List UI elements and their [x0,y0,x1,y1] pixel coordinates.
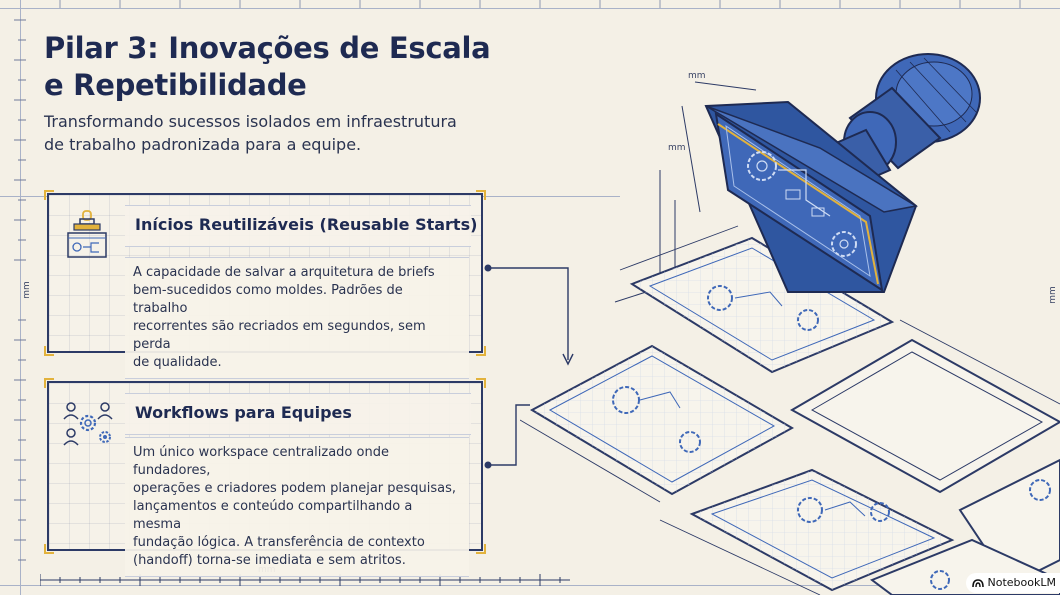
notebooklm-logo-icon [971,579,984,588]
card-description-line: operações e criadores podem planejar pes… [133,481,457,496]
corner-marker [476,378,486,388]
card-description-line: fundação lógica. A transferência de cont… [133,535,425,550]
page-subtitle: Transformando sucessos isolados em infra… [44,110,514,156]
card-title-bar: Inícios Reutilizáveis (Reusable Starts) [125,205,477,247]
blueprint-sheet [689,468,955,592]
frame-left-line [20,0,21,595]
top-ruler [59,0,1021,8]
blueprint-sheet [529,344,795,496]
card-description-line: recorrentes são recriados em segundos, s… [133,319,426,352]
page-subtitle-line2: de trabalho padronizada para a equipe. [44,135,362,154]
card-description-line: Um único workspace centralizado onde fun… [133,445,389,478]
card-description-line: lançamentos e conteúdo compartilhando a … [133,499,413,532]
corner-marker [44,378,54,388]
card-description-line: (handoff) torna-se imediata e sem atrito… [133,553,406,568]
stamp-side-dimension-label: mm [668,143,686,153]
page-title: Pilar 3: Inovações de Escala e Repetibil… [44,30,524,104]
blank-blueprint-sheet [789,338,1060,494]
corner-marker [476,346,486,356]
rubber-stamp [704,53,981,293]
left-dimension-label: mm [21,281,32,299]
notebooklm-logo-text: NotebookLM [987,576,1056,589]
card-description: A capacidade de salvar a arquitetura de … [125,257,469,379]
card-title: Inícios Reutilizáveis (Reusable Starts) [135,215,478,234]
page-subtitle-line1: Transformando sucessos isolados em infra… [44,112,457,131]
card-description-line: A capacidade de salvar a arquitetura de … [133,265,435,280]
card-description-line: bem-sucedidos como moldes. Padrões de tr… [133,283,403,316]
card-connectors [484,264,574,469]
page-title-line1: Pilar 3: Inovações de Escala [44,31,491,65]
corner-marker [44,190,54,200]
card-title: Workflows para Equipes [135,403,352,422]
blueprint-sheet [629,236,895,374]
left-ruler [14,19,26,561]
stamp-blueprint-icon [59,205,117,263]
page-title-line2: e Repetibilidade [44,68,307,102]
corner-marker [44,544,54,554]
card-reusable-starts: Inícios Reutilizáveis (Reusable Starts) … [44,190,486,379]
card-team-workflows: Workflows para Equipes Um único workspac… [44,378,486,577]
stamp-illustration: mm mm [520,53,1060,595]
card-description: Um único workspace centralizado onde fun… [125,437,469,577]
card-description-line: de qualidade. [133,355,222,370]
stamp-top-dimension-label: mm [688,71,706,81]
frame-top-line [0,8,1060,9]
frame-bottom-line [0,585,1060,586]
team-gear-icon [59,393,117,451]
corner-marker [44,346,54,356]
corner-marker [476,544,486,554]
notebooklm-logo: NotebookLM [965,573,1060,593]
card-title-bar: Workflows para Equipes [125,393,471,435]
corner-marker [476,190,486,200]
